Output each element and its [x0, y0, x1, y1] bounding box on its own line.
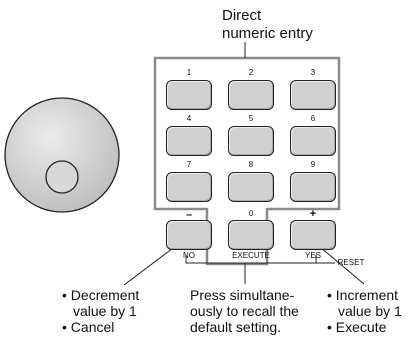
- decrement-no-button[interactable]: [166, 220, 212, 250]
- note-left-line2: value by 1: [73, 303, 137, 319]
- key-4-label: 4: [186, 114, 192, 123]
- key-2-button[interactable]: [228, 80, 274, 110]
- key-8-label: 8: [248, 160, 254, 169]
- note-right-line1: • Increment: [327, 287, 399, 303]
- key-7-button[interactable]: [166, 172, 212, 202]
- key-2-label: 2: [248, 68, 254, 77]
- key-3-label: 3: [310, 68, 316, 77]
- key-7-label: 7: [186, 160, 192, 169]
- key-6-button[interactable]: [290, 126, 336, 156]
- key-6-label: 6: [310, 114, 316, 123]
- key-9-button[interactable]: [290, 172, 336, 202]
- reset-bracket: [185, 255, 317, 264]
- note-right-line2: value by 1: [338, 303, 402, 319]
- key-5-label: 5: [248, 114, 254, 123]
- reset-label: RESET: [337, 258, 365, 267]
- key-1-button[interactable]: [166, 80, 212, 110]
- key-9-label: 9: [310, 160, 316, 169]
- note-middle-line2: ously to recall the: [190, 303, 299, 319]
- callout-title-line2: numeric entry: [222, 25, 313, 42]
- increment-yes-button[interactable]: [290, 220, 336, 250]
- key-3-button[interactable]: [290, 80, 336, 110]
- note-left-line1: • Decrement: [62, 287, 140, 303]
- note-middle-line3: default setting.: [190, 319, 282, 335]
- execute-key-0-button[interactable]: [228, 220, 274, 250]
- key-4-button[interactable]: [166, 126, 212, 156]
- note-left-line3: • Cancel: [62, 319, 115, 335]
- execute-label: EXECUTE: [232, 251, 270, 260]
- key-5-button[interactable]: [228, 126, 274, 156]
- key-1-label: 1: [186, 68, 192, 77]
- numeric-entry-frame: [153, 56, 341, 266]
- key-plus-label: +: [309, 208, 317, 220]
- callout-title-line1: Direct: [222, 7, 262, 24]
- yes-label: YES: [304, 251, 321, 260]
- data-dial[interactable]: [4, 97, 120, 213]
- key-0-label: 0: [248, 209, 254, 218]
- key-8-button[interactable]: [228, 172, 274, 202]
- note-right-line3: • Execute: [327, 319, 387, 335]
- dial-grip-circle: [45, 160, 79, 194]
- note-middle-line1: Press simultane-: [190, 287, 295, 303]
- no-label: NO: [183, 251, 195, 260]
- key-minus-label: –: [185, 209, 193, 221]
